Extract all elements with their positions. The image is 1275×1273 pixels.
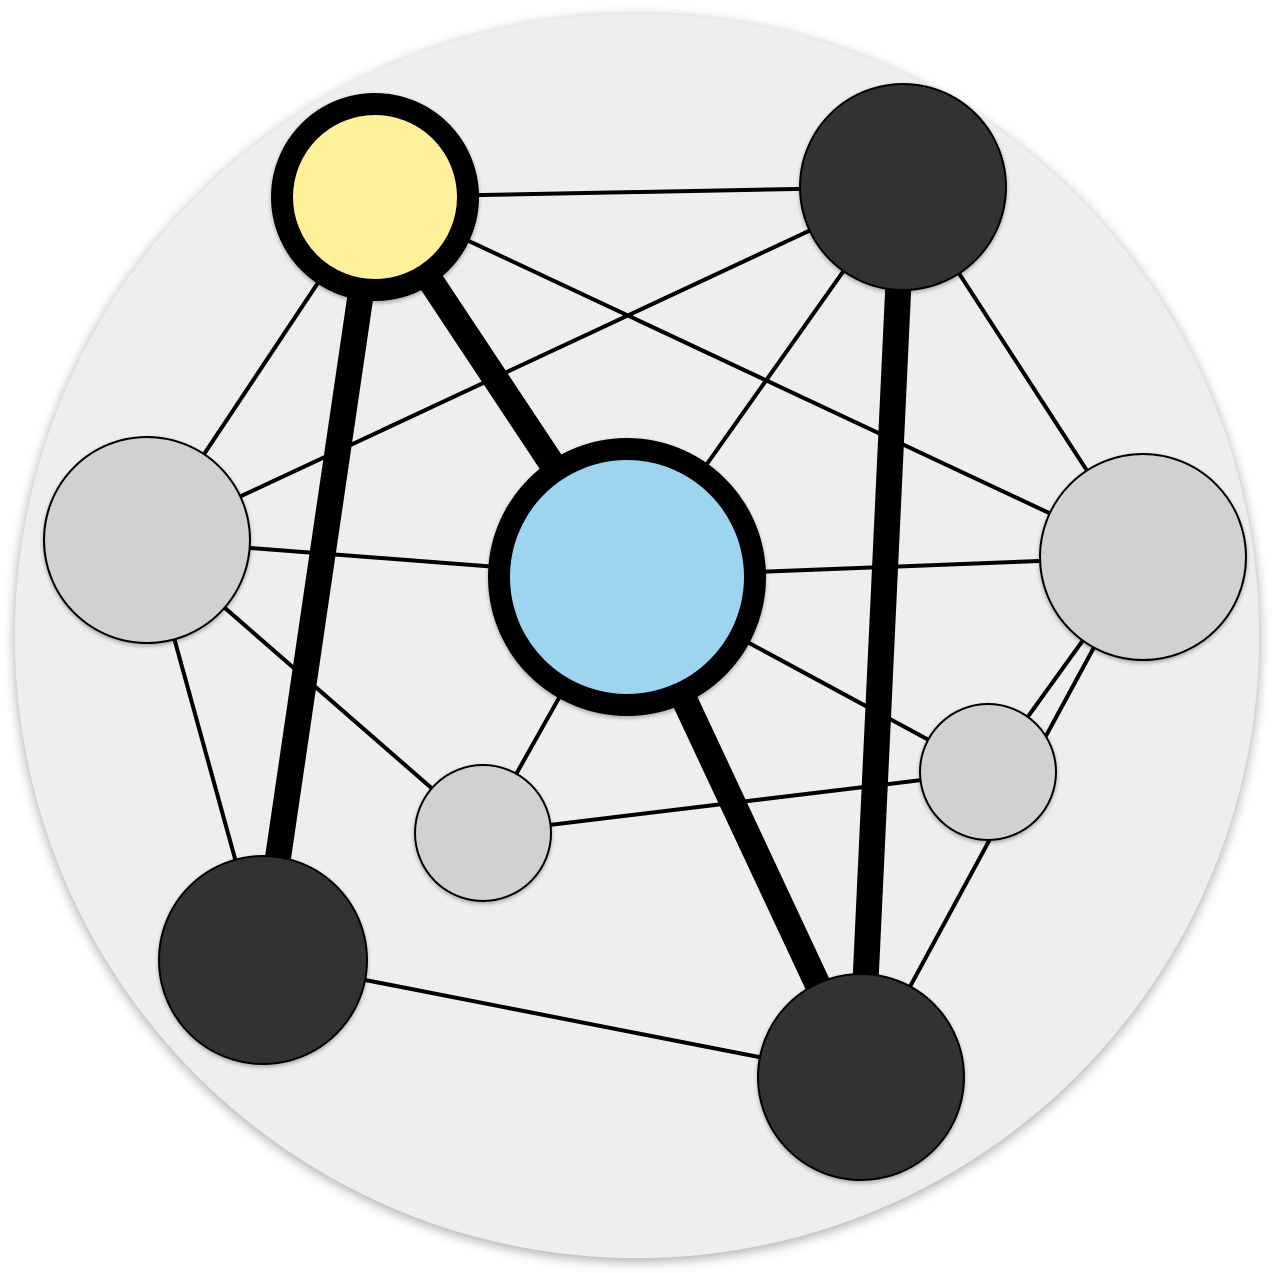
- edge-yellow-bottom-left: [250, 195, 388, 962]
- node-bottom-right: [757, 973, 965, 1181]
- node-small-right: [919, 703, 1057, 841]
- nodes: [43, 83, 1247, 1181]
- node-bottom-left: [158, 855, 368, 1065]
- node-right: [1039, 453, 1247, 661]
- node-left: [43, 436, 251, 644]
- edge-top-right-left: [146, 185, 904, 542]
- edge-yellow-right: [374, 195, 1144, 559]
- node-top-right: [799, 83, 1007, 291]
- node-small-mid: [414, 764, 552, 902]
- node-center: [488, 438, 766, 716]
- edge-top-right-bottom-right: [848, 186, 916, 1078]
- node-yellow: [271, 93, 479, 301]
